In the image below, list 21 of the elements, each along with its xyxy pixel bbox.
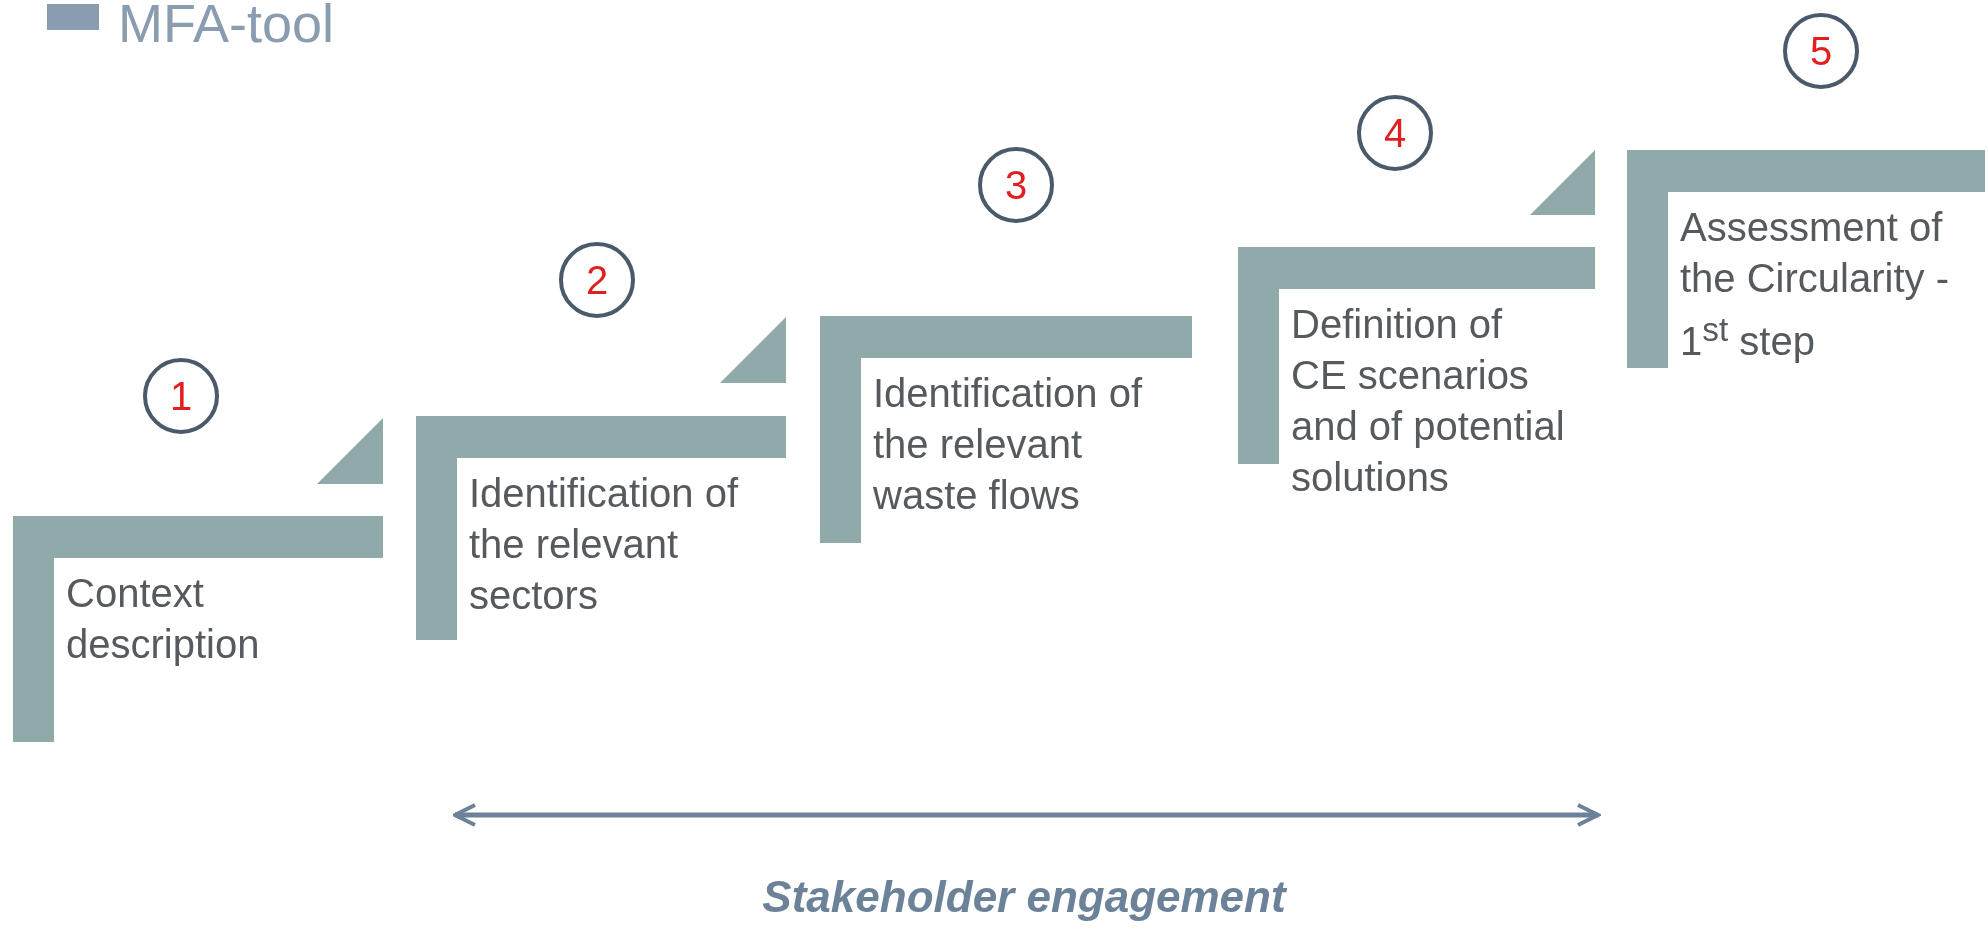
title: MFA-tool [118,0,335,54]
span-label: Stakeholder engagement [761,872,1288,922]
step-number-circle [1357,95,1433,171]
step-label: Context description [66,570,261,668]
step-bracket [13,516,383,742]
step-label: Identification of the relevant waste flows [873,370,1144,519]
step-bracket [820,316,1192,543]
step-bracket [1627,150,1985,368]
step-label: Definition of CE scenarios and of potential solutions [1291,301,1566,501]
step-label: Identification of the relevant sectors [469,470,740,619]
step-number-circle [143,358,219,434]
step-number: 2 [585,257,609,303]
step-number: 5 [1809,28,1833,74]
step-number: 4 [1383,110,1407,156]
step-number-circle [1783,13,1859,89]
step-number: 1 [169,373,193,419]
step-number: 3 [1004,162,1028,208]
step-label: Assessment of the Circularity - 1$^{st}$ step [1680,204,1950,366]
step-number-circle [559,242,635,318]
step-number-circle [978,147,1054,223]
step-bracket [416,416,786,640]
